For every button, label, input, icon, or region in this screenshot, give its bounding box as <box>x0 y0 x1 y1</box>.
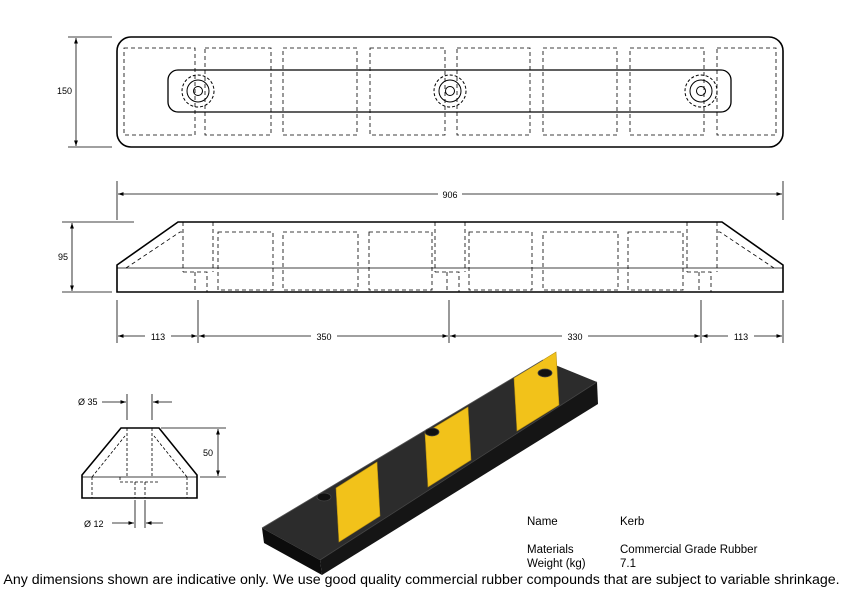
label-bg <box>728 331 754 342</box>
spec-name-label: Name <box>527 516 558 528</box>
dim-bolt-diameter: Ø 12 <box>84 519 104 529</box>
dim-overall-length: 906 <box>442 190 457 200</box>
dim-top-height: 150 <box>57 86 72 96</box>
spec-weight-label: Weight (kg) <box>527 558 586 570</box>
kerb-3d-render <box>261 351 598 575</box>
label-bg <box>311 331 337 342</box>
dim-end-height: 50 <box>203 448 213 458</box>
spec-materials-label: Materials <box>527 544 574 556</box>
dim-segment-4: 113 <box>734 332 748 342</box>
label-bg <box>145 331 171 342</box>
dim-segment-2: 350 <box>316 332 331 342</box>
label-bg <box>562 331 588 342</box>
dim-segment-3: 330 <box>567 332 582 342</box>
label-bg <box>438 189 462 200</box>
end-view <box>81 394 226 528</box>
dim-side-height: 95 <box>58 252 68 262</box>
side-view <box>62 181 784 343</box>
disclaimer-text: Any dimensions shown are indicative only… <box>3 572 840 588</box>
spec-materials-value: Commercial Grade Rubber <box>620 544 758 556</box>
spec-name-value: Kerb <box>620 516 645 528</box>
dim-segment-1: 113 <box>151 332 165 342</box>
dim-hole-diameter: Ø 35 <box>78 397 98 407</box>
top-view <box>68 36 784 148</box>
spec-weight-value: 7.1 <box>620 558 636 570</box>
